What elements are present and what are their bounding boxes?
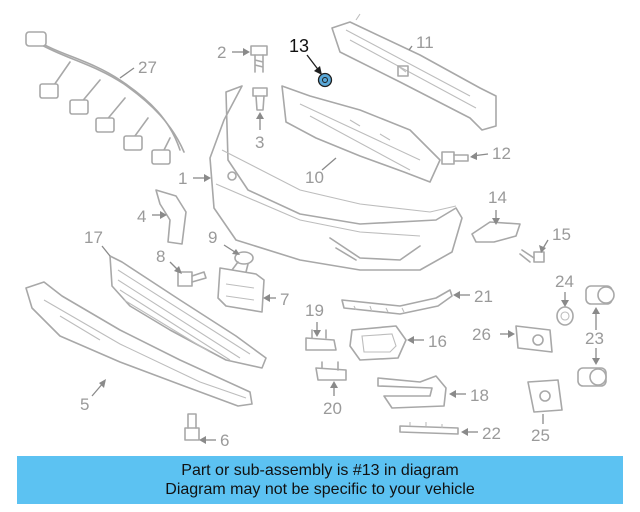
- callout-6: 6: [220, 431, 229, 450]
- callout-17: 17: [84, 228, 103, 247]
- callout-10: 10: [305, 168, 324, 187]
- callout-16: 16: [428, 332, 447, 351]
- part-4-bracket: [155, 189, 187, 245]
- banner-line-2: Diagram may not be specific to your vehi…: [165, 481, 475, 498]
- part-18-lower-trim: [377, 375, 447, 409]
- callout-22: 22: [482, 424, 501, 443]
- callout-19: 19: [305, 301, 324, 320]
- callout-18: 18: [470, 386, 489, 405]
- part-2-bolt: [250, 45, 268, 73]
- part-10-absorber: [281, 85, 441, 183]
- callout-20: 20: [323, 399, 342, 418]
- part-11-impact-bar: [331, 13, 497, 131]
- callout-21: 21: [474, 287, 493, 306]
- callout-26: 26: [472, 325, 491, 344]
- part-1-bumper-cover: [209, 85, 463, 271]
- part-7-license-bracket: [217, 267, 265, 313]
- part-9-clip: [231, 251, 254, 273]
- callout-9: 9: [208, 228, 217, 247]
- part-25-sensor-bracket: [527, 379, 563, 413]
- callout-25: 25: [531, 426, 550, 445]
- part-15-screw: [519, 249, 545, 263]
- part-6-bolt: [184, 413, 200, 441]
- info-banner: Part or sub-assembly is #13 in diagram D…: [17, 456, 623, 504]
- banner-line-1: Part or sub-assembly is #13 in diagram: [181, 462, 459, 479]
- part-21-trim-strip: [341, 289, 453, 315]
- part-5-lower-valance: [25, 281, 253, 407]
- part-24-sensor: [556, 306, 574, 326]
- part-22-strip: [399, 422, 459, 435]
- part-3-clip: [252, 87, 268, 111]
- part-27-wiring-harness: [25, 31, 185, 165]
- callout-24: 24: [555, 272, 574, 291]
- callout-13: 13: [289, 36, 309, 56]
- callout-5: 5: [80, 395, 89, 414]
- part-19-bracket: [305, 329, 337, 351]
- callout-2: 2: [217, 43, 226, 62]
- part-23-sensors: [577, 285, 615, 387]
- callout-14: 14: [488, 188, 507, 207]
- callout-12: 12: [492, 144, 511, 163]
- callout-15: 15: [552, 225, 571, 244]
- callout-4: 4: [137, 207, 146, 226]
- part-26-sensor-bracket: [515, 325, 553, 353]
- parts-diagram: 27 2 3 13 11 10 12: [25, 13, 615, 450]
- part-14-side-marker: [471, 221, 521, 243]
- callout-3: 3: [255, 133, 264, 152]
- callout-27: 27: [138, 58, 157, 77]
- callout-7: 7: [280, 290, 289, 309]
- callout-1: 1: [178, 169, 187, 188]
- callout-11: 11: [416, 33, 434, 52]
- part-20-bracket: [315, 361, 347, 381]
- part-8-bolt: [177, 271, 207, 287]
- callout-23: 23: [585, 329, 604, 348]
- callout-8: 8: [156, 247, 165, 266]
- part-17-grille: [109, 255, 267, 369]
- part-13-nut-highlighted: [317, 72, 333, 88]
- part-12-bolt: [441, 151, 469, 165]
- part-16-fog-frame: [349, 325, 407, 361]
